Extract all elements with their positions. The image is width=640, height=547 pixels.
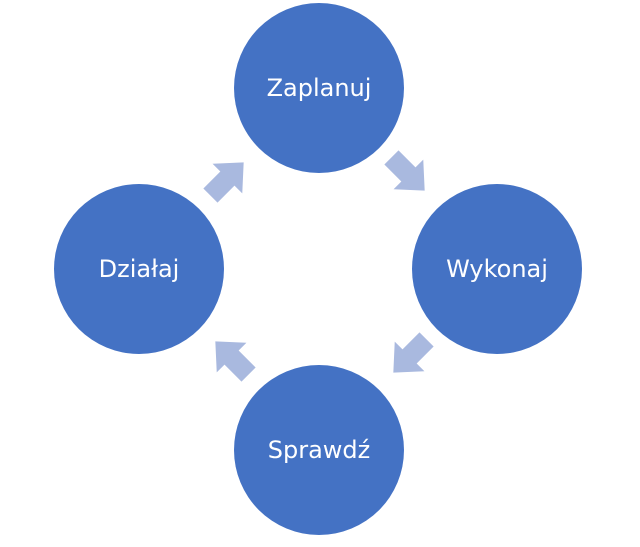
node-dzialaj-label: Działaj: [99, 255, 180, 283]
node-wykonaj-label: Wykonaj: [446, 255, 548, 283]
node-zaplanuj: Zaplanuj: [234, 3, 404, 173]
node-dzialaj-circle: [54, 184, 224, 354]
arrow-wykonaj-to-sprawdz: [393, 332, 434, 373]
arrow-dzialaj-to-zaplanuj: [203, 162, 244, 203]
node-sprawdz-circle: [234, 365, 404, 535]
node-zaplanuj-circle: [234, 3, 404, 173]
node-sprawdz: Sprawdź: [234, 365, 404, 535]
node-zaplanuj-label: Zaplanuj: [267, 74, 372, 102]
node-sprawdz-label: Sprawdź: [268, 436, 371, 464]
node-wykonaj-circle: [412, 184, 582, 354]
node-wykonaj: Wykonaj: [412, 184, 582, 354]
arrow-sprawdz-to-dzialaj: [215, 341, 256, 382]
arrow-zaplanuj-to-wykonaj: [384, 150, 425, 191]
node-dzialaj: Działaj: [54, 184, 224, 354]
